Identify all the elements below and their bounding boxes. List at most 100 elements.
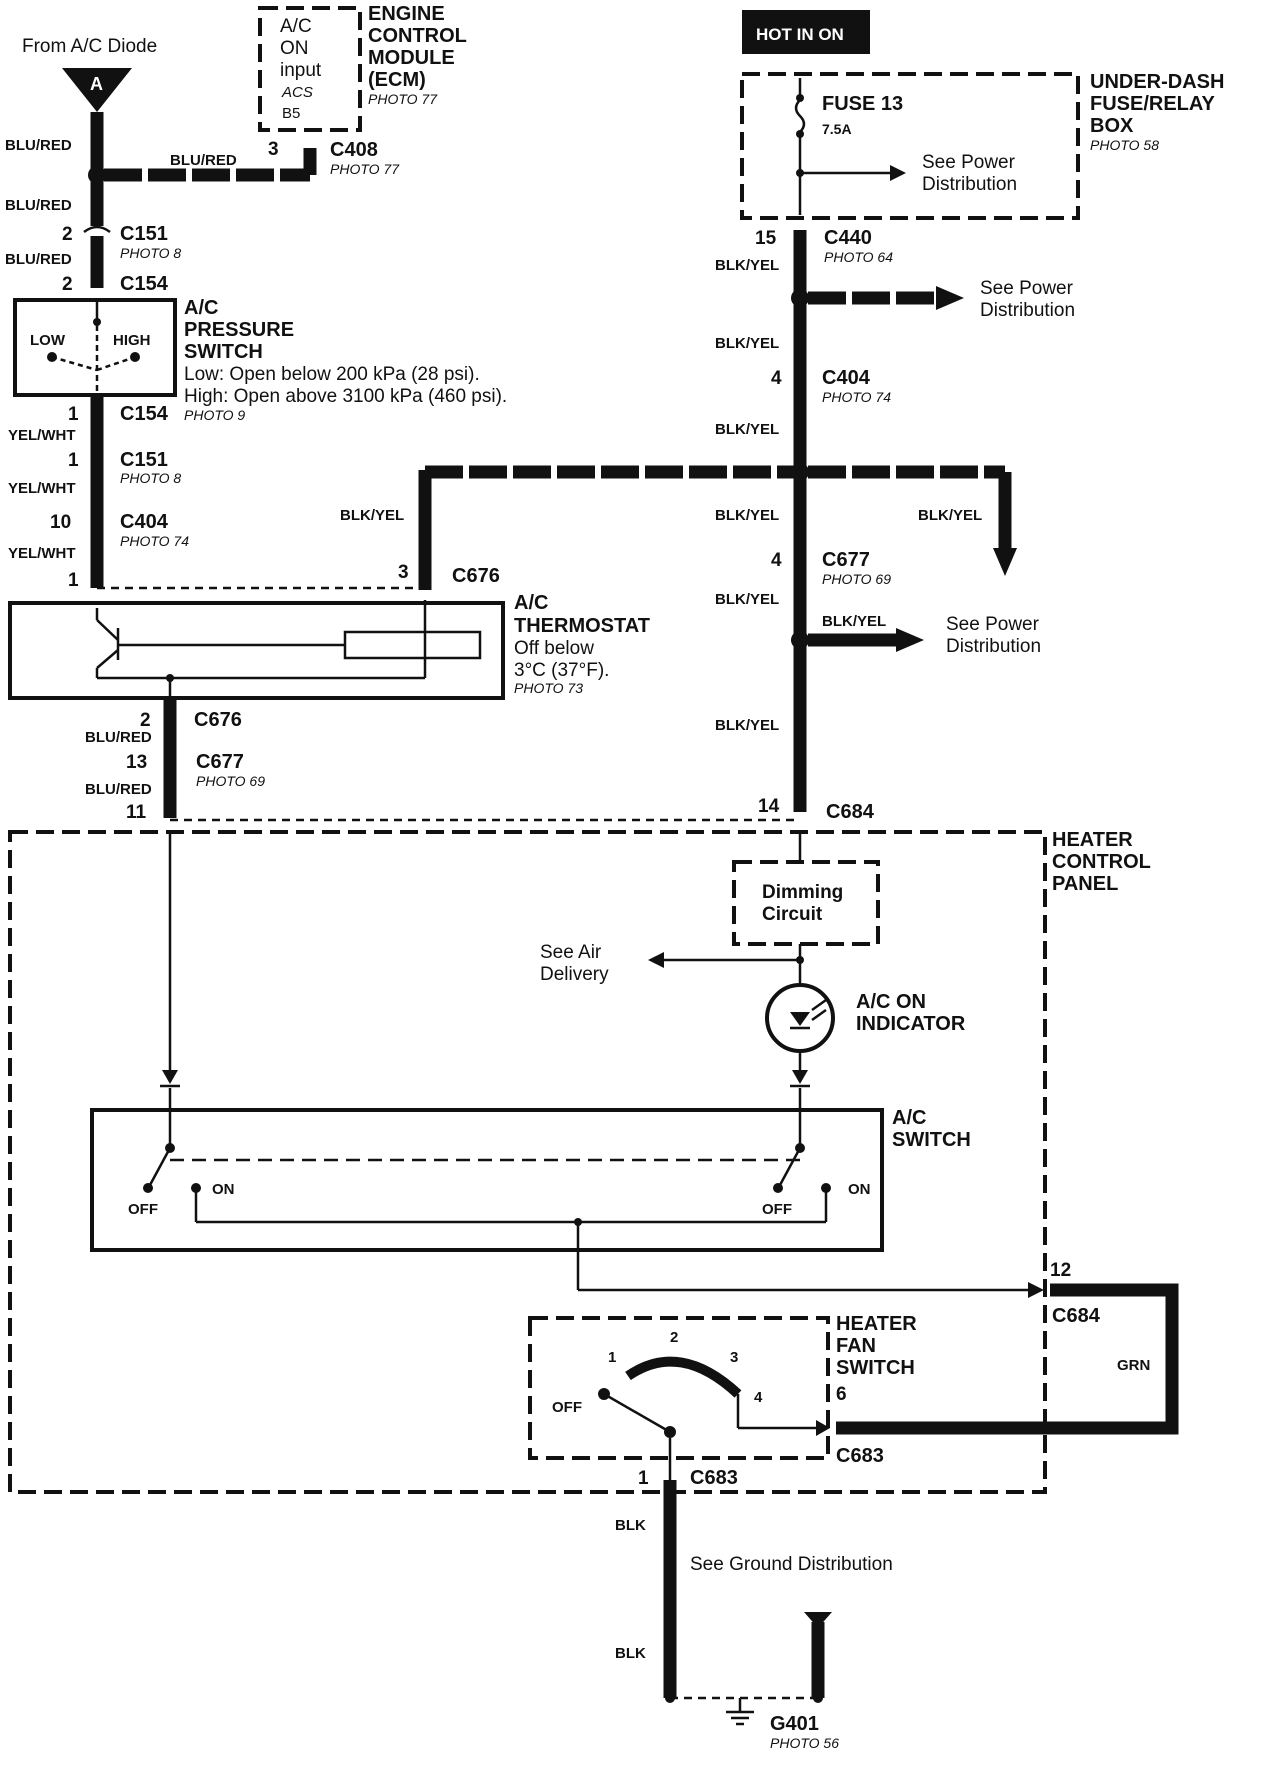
wire-blured-2: BLU/RED xyxy=(5,197,72,214)
wire-grn: GRN xyxy=(1117,1357,1150,1374)
c151b-photo: PHOTO 8 xyxy=(120,470,181,486)
c684-12-pin: 12 xyxy=(1050,1260,1071,1281)
c154b-label: C154 xyxy=(120,403,169,425)
c151-connector xyxy=(83,225,111,234)
wire-blkyel-branch: BLK/YEL xyxy=(918,507,982,524)
wire-blkyel-thermo: BLK/YEL xyxy=(340,507,404,524)
hot-in-on-badge xyxy=(742,10,870,54)
c676-pin: 3 xyxy=(398,562,409,583)
c151b-label: C151 xyxy=(120,449,168,471)
fusebox-photo: PHOTO 58 xyxy=(1090,137,1159,153)
see-power-1: See Power xyxy=(980,278,1074,299)
c154-label: C154 xyxy=(120,273,169,295)
see-power-2: Distribution xyxy=(980,300,1075,321)
g401-photo: PHOTO 56 xyxy=(770,1735,839,1751)
see-power-3: See Power xyxy=(946,614,1040,635)
ps-title-1: A/C xyxy=(184,297,218,319)
hot-in-on-label: HOT IN ON xyxy=(756,25,844,44)
ac-switch-left-arm[interactable] xyxy=(148,1147,172,1186)
heater-control-panel-box xyxy=(8,830,1047,1494)
ps-low-arm xyxy=(51,355,98,372)
ecm-title-3: MODULE xyxy=(368,47,455,69)
fan-title-1: HEATER xyxy=(836,1313,917,1335)
wire-blkyel-1: BLK/YEL xyxy=(715,257,779,274)
fan-title-3: SWITCH xyxy=(836,1357,915,1379)
switch-off-right: OFF xyxy=(762,1201,792,1218)
thermo-desc-1: Off below xyxy=(514,638,594,659)
wire-blkyel-2: BLK/YEL xyxy=(715,335,779,352)
c440-label: C440 xyxy=(824,227,872,249)
fuse-node-bottom xyxy=(796,130,804,138)
diode-right xyxy=(792,1070,808,1084)
thermo-trans-1 xyxy=(96,619,119,641)
ecm-on: ON xyxy=(280,38,309,59)
c677-right-label: C677 xyxy=(822,549,870,571)
dimming-circuit-box xyxy=(732,860,880,946)
ecm-photo: PHOTO 77 xyxy=(368,91,438,107)
c677-left-pin: 13 xyxy=(126,752,147,773)
c683-1-label: C683 xyxy=(690,1467,738,1489)
wire-grn-loop xyxy=(836,1283,1179,1435)
ground-node-1 xyxy=(665,1693,675,1703)
fan-switch-wiper[interactable] xyxy=(603,1392,671,1434)
splice-right-1 xyxy=(791,289,809,307)
diode-left xyxy=(162,1070,178,1084)
ecm-box xyxy=(258,6,362,132)
wire-yelwht-3: YEL/WHT xyxy=(8,545,76,562)
wire-blkyel-4: BLK/YEL xyxy=(715,507,779,524)
fuse-rating: 7.5A xyxy=(822,121,852,137)
see-ground-distribution: See Ground Distribution xyxy=(690,1554,893,1575)
fan-off-label: OFF xyxy=(552,1399,582,1416)
wire-blured-5: BLU/RED xyxy=(85,781,152,798)
ecm-acs: ACS xyxy=(281,84,313,101)
ps-desc-2: High: Open above 3100 kPa (460 psi). xyxy=(184,386,507,407)
thermo-trans-2 xyxy=(96,649,119,669)
c676-label: C676 xyxy=(452,565,500,587)
ps-desc-1: Low: Open below 200 kPa (28 psi). xyxy=(184,364,480,385)
led-ray-1 xyxy=(811,998,827,1012)
ecm-title-1: ENGINE xyxy=(368,3,445,25)
ps-low-label: LOW xyxy=(30,332,66,349)
c677-right-photo: PHOTO 69 xyxy=(822,571,891,587)
wire-blured-ecm: BLU/RED xyxy=(170,152,237,169)
c151-pin: 2 xyxy=(62,224,73,245)
fan-pos-1: 1 xyxy=(608,1349,616,1366)
panel-title-2: CONTROL xyxy=(1052,851,1151,873)
led-symbol xyxy=(790,1012,810,1026)
c440-photo: PHOTO 64 xyxy=(824,249,893,265)
ground-node-2 xyxy=(813,1693,823,1703)
ecm-ac: A/C xyxy=(280,16,312,37)
ac-switch-right-arm[interactable] xyxy=(778,1147,802,1186)
ecm-title-2: CONTROL xyxy=(368,25,467,47)
c404-right-label: C404 xyxy=(822,367,871,389)
switch-on-right: ON xyxy=(848,1181,871,1198)
c404-left-pin: 10 xyxy=(50,512,71,533)
splice-left-top xyxy=(88,166,106,184)
from-ac-diode-label: From A/C Diode xyxy=(22,36,157,57)
fan-pos-2: 2 xyxy=(670,1329,678,1346)
indicator-label-1: A/C ON xyxy=(856,991,926,1013)
ps-title-2: PRESSURE xyxy=(184,319,294,341)
switch-off-left: OFF xyxy=(128,1201,158,1218)
ps-title-3: SWITCH xyxy=(184,341,263,363)
splice-right-2 xyxy=(791,463,809,481)
ac-switch-box xyxy=(90,1108,884,1252)
c151-label: C151 xyxy=(120,223,168,245)
fuse-node-top xyxy=(796,94,804,102)
dimming-label-1: Dimming xyxy=(762,882,843,903)
c408-label: C408 xyxy=(330,139,378,161)
c404-left-photo: PHOTO 74 xyxy=(120,533,189,549)
wire-blured-1: BLU/RED xyxy=(5,137,72,154)
fuse-tap-arrow xyxy=(890,165,906,181)
c684-left-pin: 11 xyxy=(126,802,147,823)
wire-yelwht-2: YEL/WHT xyxy=(8,480,76,497)
pressure-switch-box xyxy=(13,298,177,397)
c676b-label: C676 xyxy=(194,709,242,731)
fuse-symbol xyxy=(794,99,806,133)
c440-pin: 15 xyxy=(755,228,777,249)
see-power-4: Distribution xyxy=(946,636,1041,657)
ground-arrow xyxy=(804,1612,832,1628)
fan-pos-3: 3 xyxy=(730,1349,738,1366)
fan-title-2: FAN xyxy=(836,1335,876,1357)
